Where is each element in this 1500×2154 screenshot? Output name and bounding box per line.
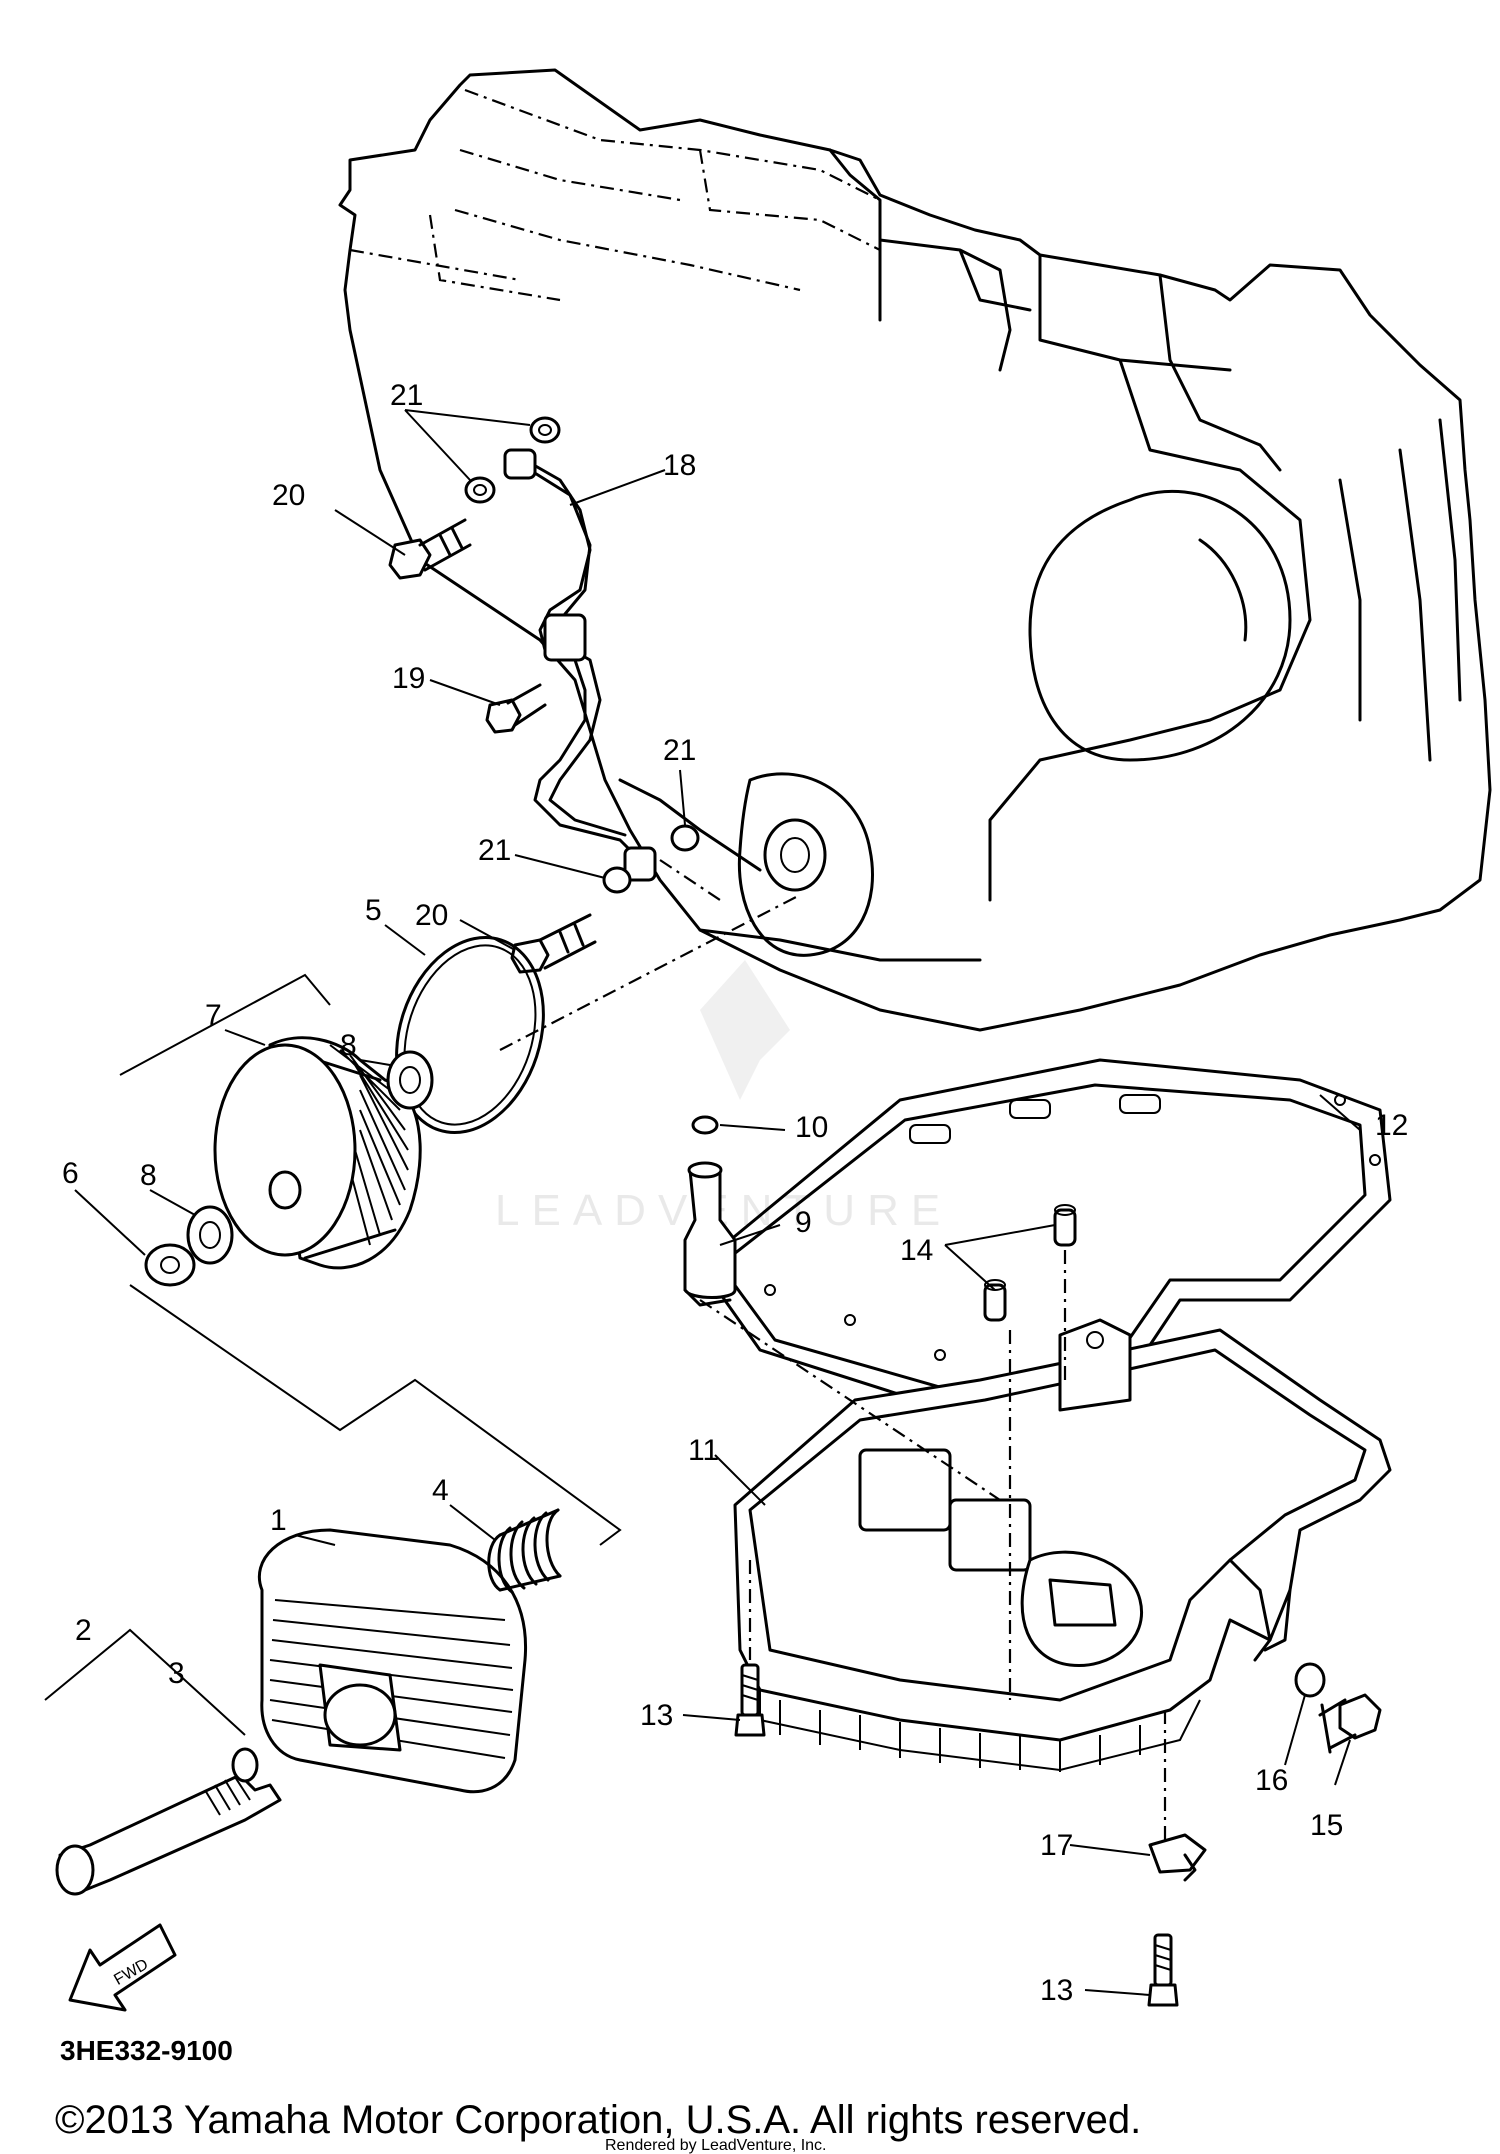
part-label: 21 — [663, 734, 696, 767]
washer-6 — [144, 1243, 196, 1287]
o-ring — [395, 935, 545, 1135]
part-label: 20 — [415, 899, 448, 932]
part-label: 7 — [205, 999, 222, 1032]
group-bracket-bottom — [129, 1284, 622, 1546]
part-label: 12 — [1375, 1109, 1408, 1142]
level-switch-17 — [1148, 1833, 1207, 1882]
part-label: 13 — [640, 1699, 673, 1732]
oil-delivery-pipe — [503, 448, 657, 882]
washer-21-d — [670, 824, 700, 852]
union-bolt — [55, 1773, 282, 1896]
part-label: 2 — [75, 1614, 92, 1647]
union-bolt-20-top — [388, 538, 432, 580]
oil-pan — [733, 1318, 1392, 1772]
alignment-lines — [499, 859, 1167, 1840]
part-label: 18 — [663, 449, 696, 482]
part-label: 15 — [1310, 1809, 1343, 1842]
union-bolts-and-washers — [388, 416, 700, 974]
leadventure-watermark: LEADVENTURE — [495, 960, 940, 1235]
oil-filter-element — [213, 1036, 422, 1270]
part-label: 21 — [390, 379, 423, 412]
o-ring-10 — [691, 1115, 719, 1135]
bolt-13-left — [734, 1663, 766, 1737]
part-label: 13 — [1040, 1974, 1073, 2007]
part-labels: 21 18 20 19 21 21 20 5 7 8 8 6 10 9 12 1… — [62, 379, 1408, 2007]
bolt-13-bottom — [1147, 1933, 1179, 2007]
group-bracket-top — [119, 973, 331, 1076]
bolt-19 — [485, 698, 522, 734]
part-label: 19 — [392, 662, 425, 695]
part-label: 4 — [432, 1474, 449, 1507]
bracket-2-3 — [44, 1628, 246, 1736]
copyright-notice: ©2013 Yamaha Motor Corporation, U.S.A. A… — [55, 2098, 1141, 2142]
drawing-code: 3HE332-9100 — [60, 2035, 233, 2066]
oil-strainer-pipe — [683, 1161, 737, 1307]
part-label: 9 — [795, 1206, 812, 1239]
part-label: 8 — [140, 1159, 157, 1192]
part-label: 21 — [478, 834, 511, 867]
washer-21-b — [529, 416, 561, 444]
spring — [487, 1508, 562, 1594]
part-label: 3 — [168, 1657, 185, 1690]
part-label: 16 — [1255, 1764, 1288, 1797]
o-ring-3 — [231, 1747, 259, 1783]
washer-21-c — [602, 866, 632, 894]
part-label: 5 — [365, 894, 382, 927]
forward-direction-arrow-icon: FWD — [68, 1923, 177, 2012]
oil-filter-cover — [257, 1528, 528, 1794]
dowel-pins — [983, 1204, 1077, 1322]
part-label: 10 — [795, 1111, 828, 1144]
drain-bolt — [1318, 1693, 1382, 1754]
part-label: 20 — [272, 479, 305, 512]
washer-8-right — [386, 1050, 434, 1110]
part-label: 8 — [340, 1029, 357, 1062]
part-label: 17 — [1040, 1829, 1073, 1862]
gasket-16 — [1294, 1662, 1326, 1698]
part-label: 14 — [900, 1234, 933, 1267]
washer-8-left — [186, 1205, 234, 1265]
part-label: 6 — [62, 1157, 79, 1190]
rendered-by-credit: Rendered by LeadVenture, Inc. — [605, 2137, 827, 2154]
leader-lines — [74, 409, 1361, 1996]
union-bolt-20-bottom — [510, 938, 550, 974]
engine-block — [338, 68, 1492, 1032]
washer-21-a — [464, 476, 496, 504]
part-label: 11 — [688, 1434, 719, 1467]
part-label: 1 — [270, 1504, 287, 1537]
filter-mount-boss — [737, 772, 874, 957]
